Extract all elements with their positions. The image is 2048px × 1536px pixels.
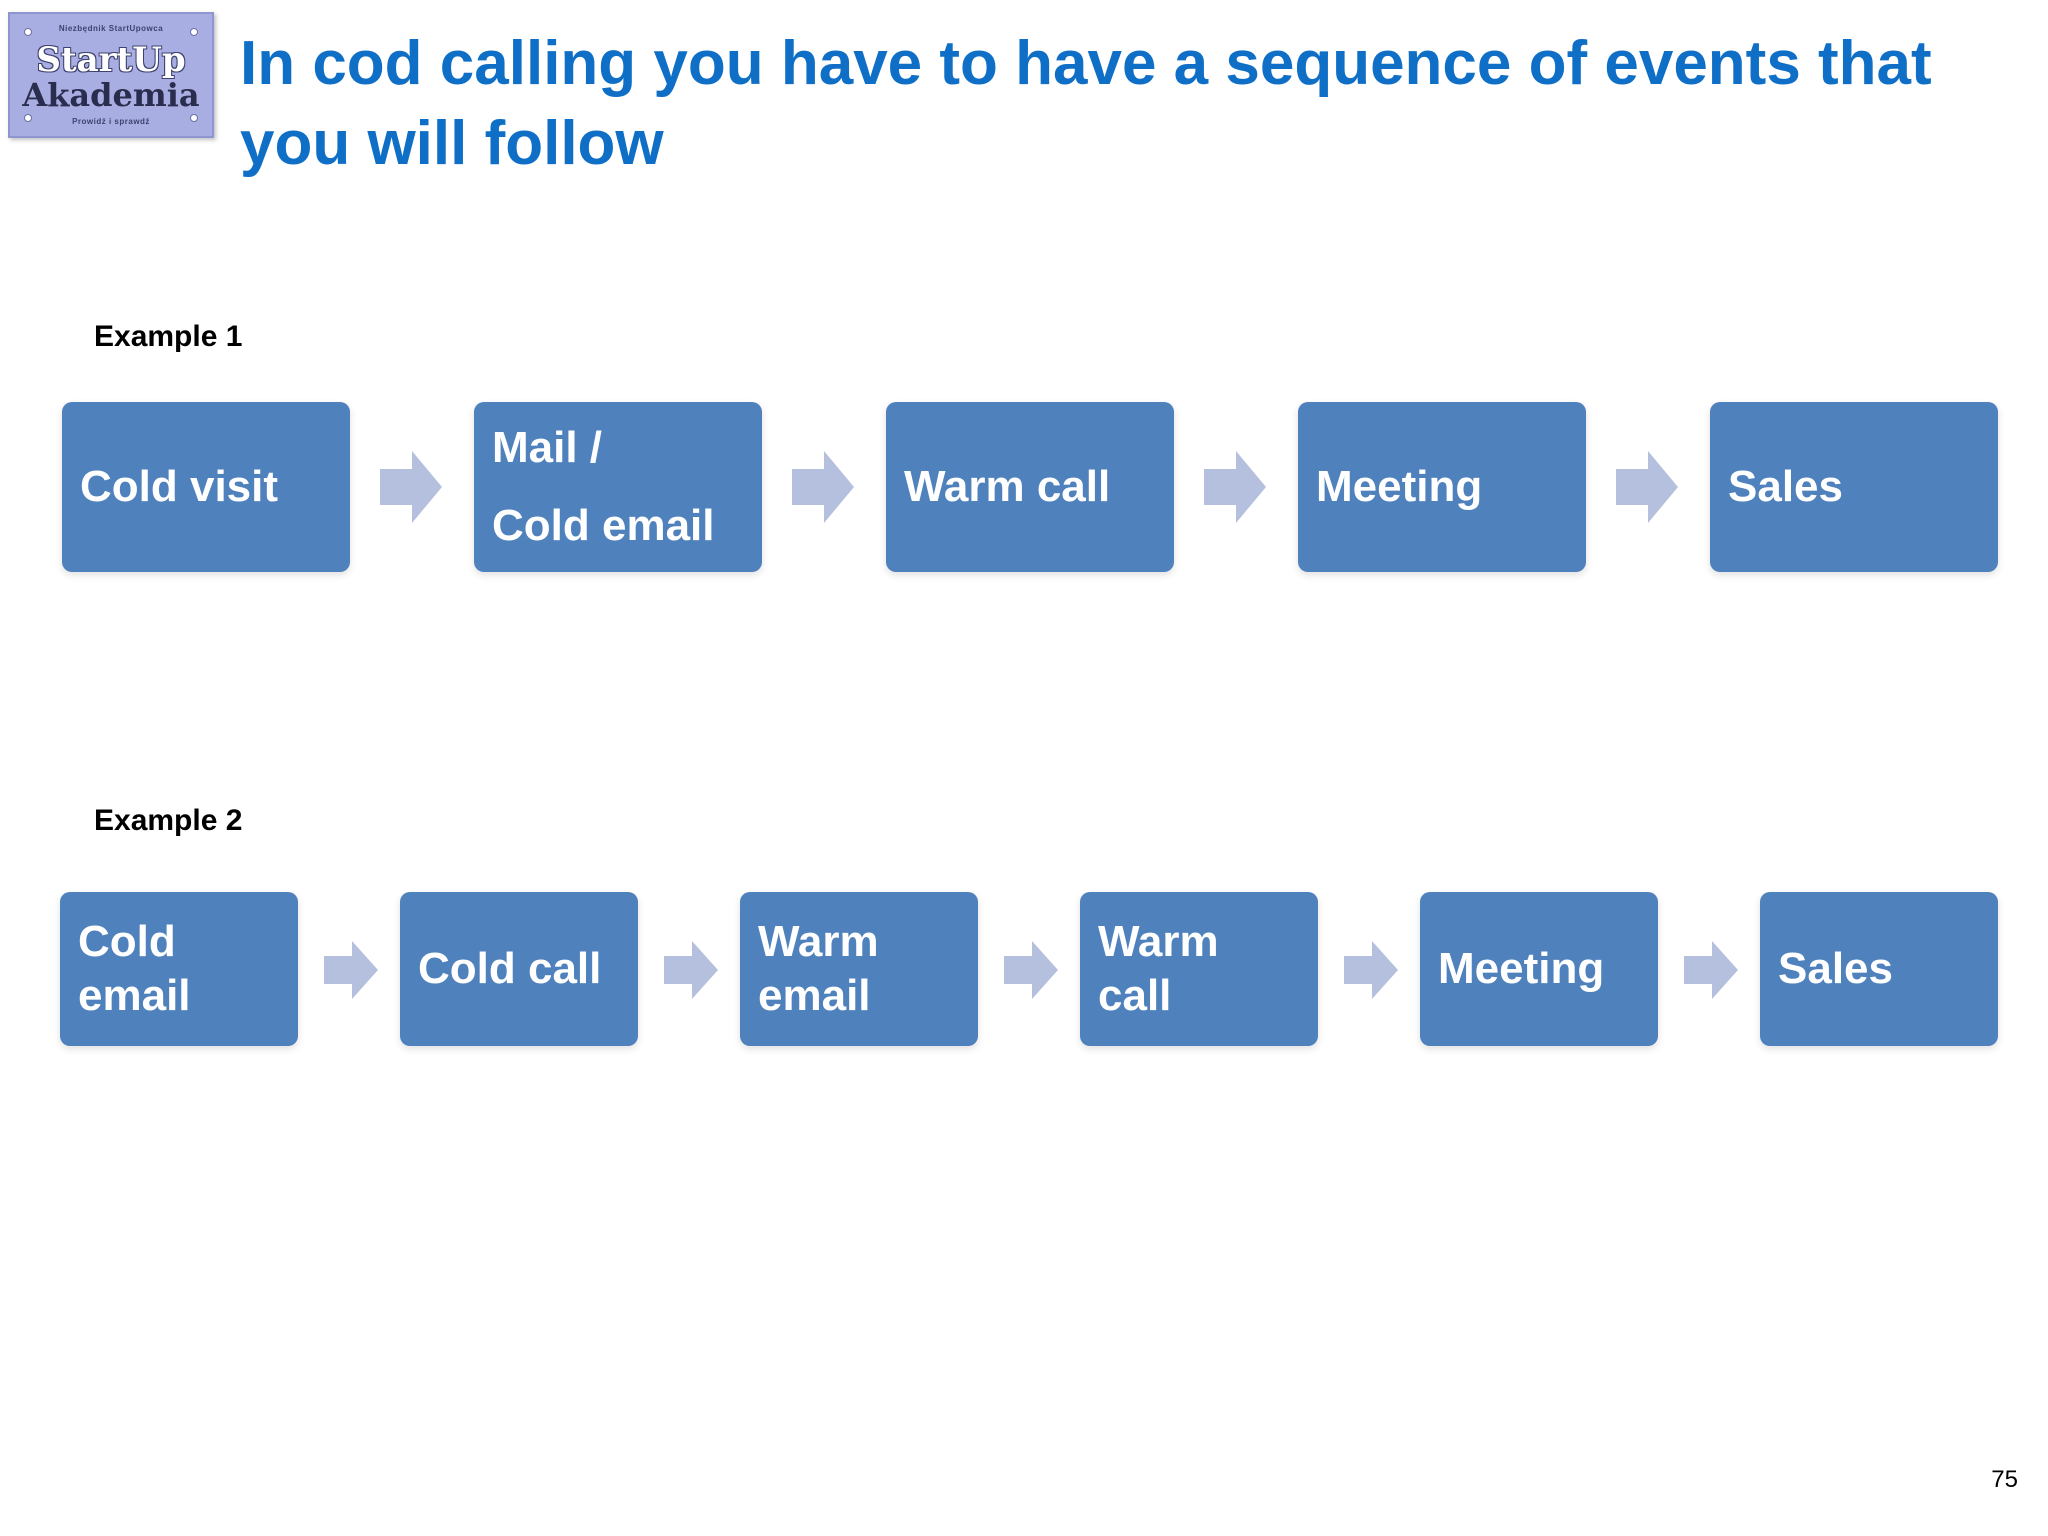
flow-step-label: Cold email (78, 917, 191, 1020)
flow-step: Meeting (1298, 402, 1586, 572)
right-arrow-icon (380, 451, 442, 523)
right-arrow-icon (1616, 451, 1678, 523)
flow-step-label: Warm email (758, 917, 879, 1020)
right-arrow-icon (324, 941, 378, 999)
flow-step: Sales (1710, 402, 1998, 572)
flow-step: Warm call (1080, 892, 1318, 1046)
right-arrow-icon (1204, 451, 1266, 523)
right-arrow-icon (1004, 941, 1058, 999)
flow-step-label: Mail / Cold email (492, 423, 715, 550)
startup-akademia-logo: Niezbędnik StartUpowca StartUp Akademia … (8, 12, 214, 138)
flow-step-label: Meeting (1316, 462, 1483, 511)
logo-corner-dot (24, 114, 32, 122)
flow-step-label: Cold visit (80, 462, 279, 511)
flow-step: Cold call (400, 892, 638, 1046)
example-1-label: Example 1 (94, 320, 243, 353)
flow-step-label: Meeting (1438, 944, 1605, 993)
page-title: In cod calling you have to have a sequen… (240, 29, 1932, 178)
page-number: 75 (1991, 1466, 2018, 1493)
flow-step: Warm call (886, 402, 1174, 572)
flow-step-label: Sales (1728, 462, 1843, 511)
flow-step: Sales (1760, 892, 1998, 1046)
logo-corner-dot (24, 28, 32, 36)
flow-step: Cold email (60, 892, 298, 1046)
right-arrow-icon (664, 941, 718, 999)
flow-step: Mail / Cold email (474, 402, 762, 572)
right-arrow-icon (792, 451, 854, 523)
logo-tagline-top: Niezbędnik StartUpowca (58, 24, 164, 33)
example-2-label: Example 2 (94, 804, 243, 837)
flow-step: Meeting (1420, 892, 1658, 1046)
logo-corner-dot (190, 28, 198, 36)
right-arrow-icon (1344, 941, 1398, 999)
logo-line-startup: StartUp (36, 40, 186, 80)
logo-tagline-bottom: Prowidź i sprawdź (72, 117, 150, 126)
logo-line-akademia: Akademia (22, 76, 200, 114)
flow-step: Warm email (740, 892, 978, 1046)
flow-step-label: Cold call (418, 944, 602, 993)
flow-step: Cold visit (62, 402, 350, 572)
flow-step-label: Sales (1778, 944, 1893, 993)
logo-corner-dot (190, 114, 198, 122)
right-arrow-icon (1684, 941, 1738, 999)
flow-step-label: Warm call (904, 462, 1111, 511)
flow-step-label: Warm call (1098, 917, 1219, 1020)
